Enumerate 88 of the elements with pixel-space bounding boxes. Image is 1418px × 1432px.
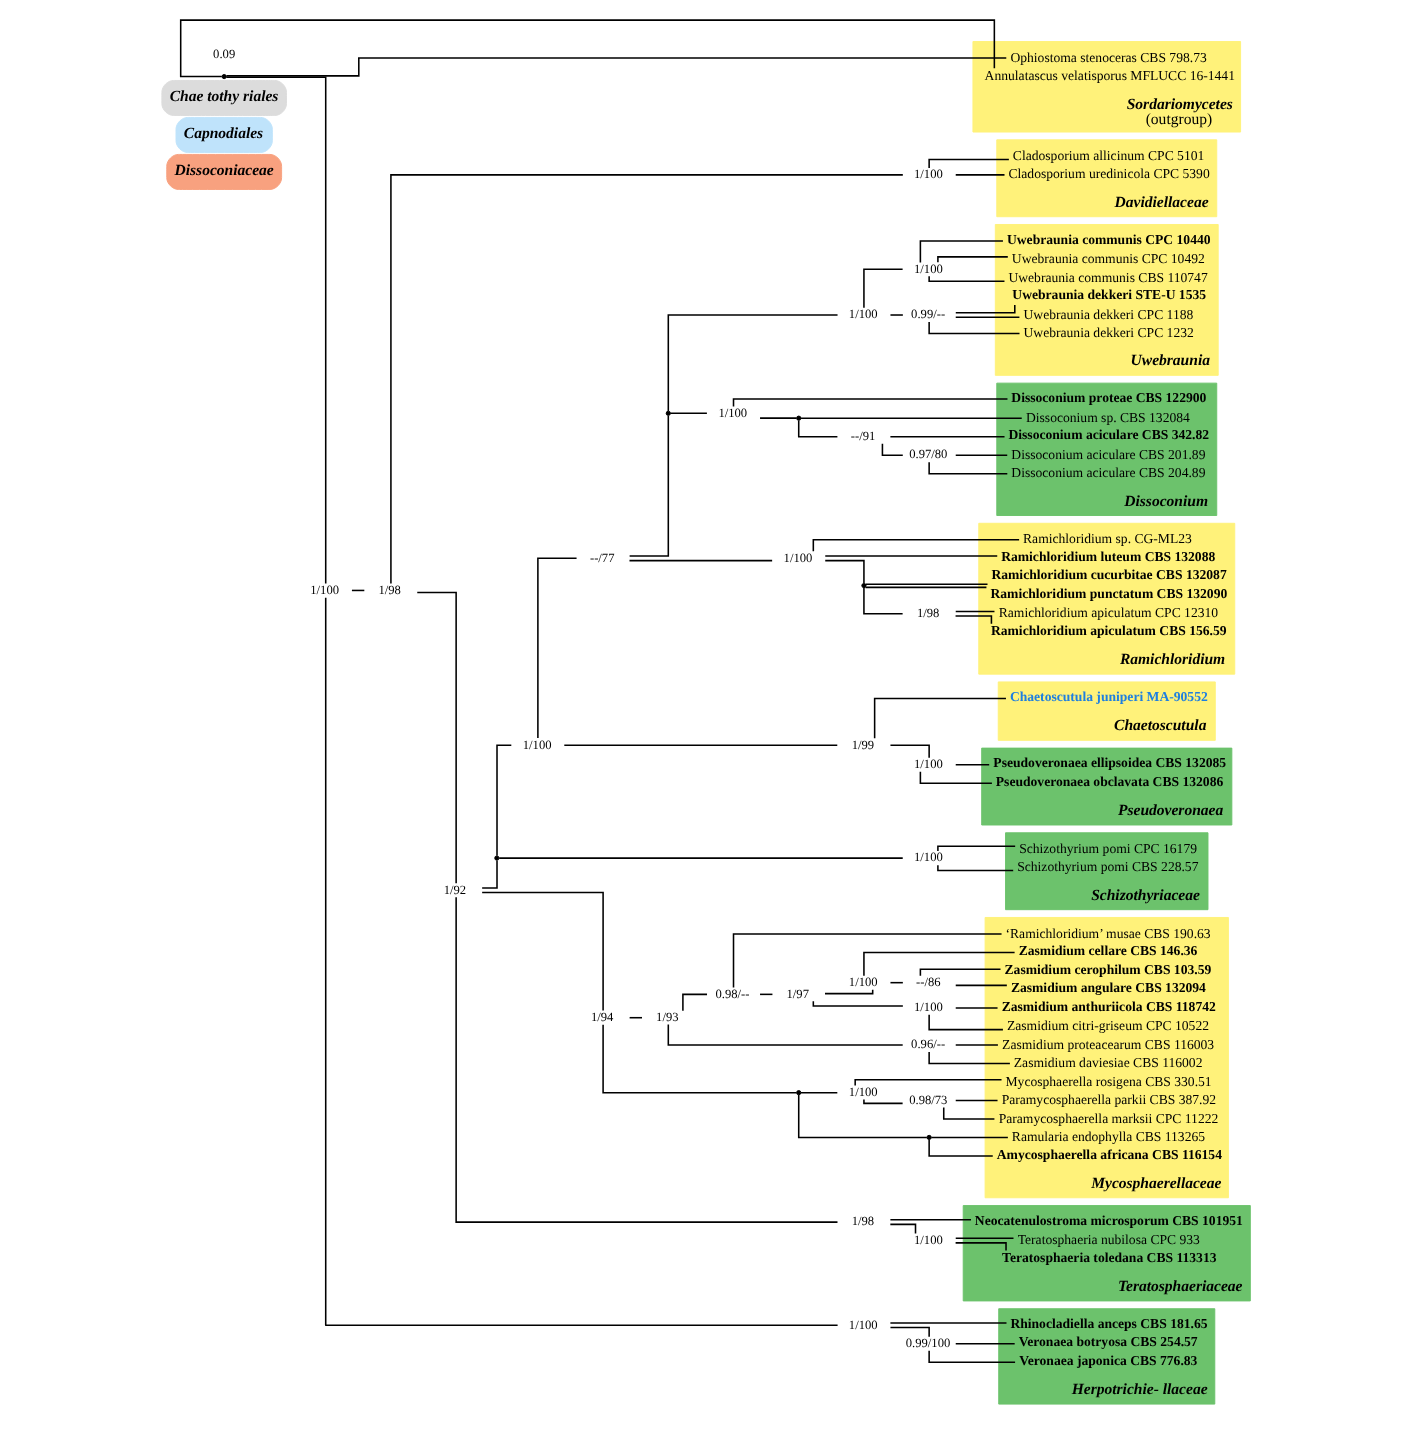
connector — [536, 557, 577, 739]
connector — [918, 240, 1003, 264]
connector — [953, 615, 992, 625]
connector — [796, 419, 838, 438]
connector — [178, 19, 995, 78]
connector — [888, 435, 1005, 438]
connector — [823, 988, 873, 995]
connector — [480, 891, 603, 1012]
connector — [389, 174, 903, 585]
connector — [823, 559, 864, 585]
connector — [601, 1023, 797, 1094]
node-point — [795, 415, 801, 421]
connector — [953, 610, 995, 613]
node-box: Capnodiales — [174, 116, 272, 153]
connector — [666, 1023, 903, 1046]
connector — [927, 158, 1009, 169]
connector — [954, 304, 1015, 314]
connector — [936, 845, 1015, 852]
connector — [953, 1237, 1014, 1240]
connector — [918, 968, 1001, 977]
connector — [796, 1094, 927, 1139]
connector — [480, 859, 497, 889]
connector — [888, 1223, 916, 1235]
node-box: Dissoconiaceae — [165, 153, 282, 190]
connector — [929, 1136, 1008, 1139]
connector — [953, 1242, 1006, 1252]
connector — [823, 555, 997, 557]
connector — [953, 1099, 998, 1102]
connector — [862, 587, 903, 615]
node-point — [795, 1090, 801, 1096]
connector — [888, 1219, 971, 1221]
connector — [927, 1138, 993, 1157]
connector — [953, 1044, 998, 1046]
connector — [918, 771, 992, 784]
node-point — [860, 583, 866, 589]
connector — [888, 314, 903, 316]
connector — [811, 539, 1019, 552]
connector — [627, 559, 772, 562]
connector — [888, 744, 929, 759]
connector — [454, 896, 838, 1223]
connector — [953, 454, 1007, 456]
connector — [927, 275, 1005, 282]
node-point — [925, 1134, 931, 1140]
connector — [863, 586, 987, 589]
connector — [953, 316, 1020, 319]
connector — [953, 984, 1007, 987]
connector — [681, 993, 707, 1012]
connector — [731, 933, 1002, 989]
connector — [862, 951, 1015, 977]
node-point — [220, 73, 226, 80]
connector — [863, 583, 988, 586]
connector — [668, 412, 707, 415]
connector — [941, 1106, 995, 1120]
connector — [927, 1051, 1010, 1065]
connector — [666, 314, 838, 412]
connector — [953, 174, 1005, 176]
connector — [799, 417, 1022, 419]
connector — [495, 744, 512, 857]
connector — [224, 76, 326, 585]
connector — [731, 398, 1008, 408]
connector — [953, 1007, 998, 1009]
connector — [627, 415, 669, 557]
connector — [927, 461, 1008, 475]
connector — [323, 596, 838, 1327]
connector — [415, 591, 456, 884]
connector — [927, 1014, 1003, 1031]
connector — [927, 321, 1020, 335]
connector — [888, 1326, 929, 1338]
node-box: Chae tothy riales — [160, 79, 286, 116]
connector — [927, 1350, 1015, 1364]
connector — [880, 443, 903, 456]
connector — [862, 1098, 903, 1105]
connector — [497, 857, 903, 859]
connector — [872, 697, 1006, 740]
connector — [953, 1343, 1015, 1345]
connector — [811, 1000, 903, 1007]
connector — [799, 1091, 838, 1094]
connector — [936, 864, 1013, 872]
node-point — [493, 855, 499, 861]
connector — [936, 256, 1008, 263]
node-point — [664, 410, 670, 416]
connector — [758, 417, 797, 419]
connector — [953, 763, 989, 766]
connector — [224, 57, 1007, 77]
connector — [853, 1079, 1002, 1087]
connector — [888, 1322, 1007, 1324]
connector — [562, 744, 838, 746]
connector — [862, 268, 903, 309]
